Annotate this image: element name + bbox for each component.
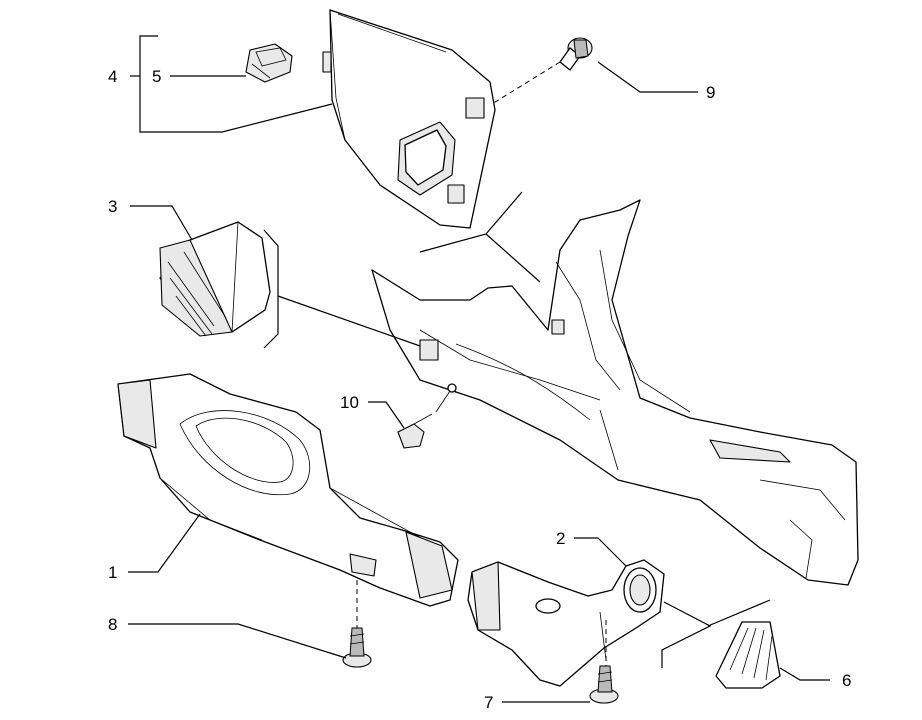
callout-10: 10	[340, 393, 359, 412]
callout-4: 4	[108, 67, 117, 86]
part-push-clip	[559, 37, 593, 71]
part-clip	[245, 43, 293, 83]
callout-3: 3	[108, 197, 117, 216]
part-grille	[715, 621, 781, 689]
callout-2: 2	[556, 529, 565, 548]
part-screw-8	[342, 627, 372, 668]
callout-9: 9	[706, 83, 715, 102]
part-air-vent	[159, 221, 271, 337]
part-rear-duct	[467, 559, 665, 687]
part-side-cover-panel	[322, 9, 496, 229]
part-air-duct	[117, 373, 459, 607]
callout-labels: 4 5 9 3 10 1 2 8 6 7	[108, 67, 851, 712]
callout-8: 8	[108, 615, 117, 634]
callout-7: 7	[484, 693, 493, 712]
callout-6: 6	[842, 671, 851, 690]
leader-lines	[128, 35, 830, 703]
part-screw-7	[589, 665, 619, 704]
callout-5: 5	[152, 67, 161, 86]
callout-1: 1	[108, 563, 117, 582]
part-screw-10	[397, 383, 457, 449]
part-center-console	[371, 199, 859, 586]
